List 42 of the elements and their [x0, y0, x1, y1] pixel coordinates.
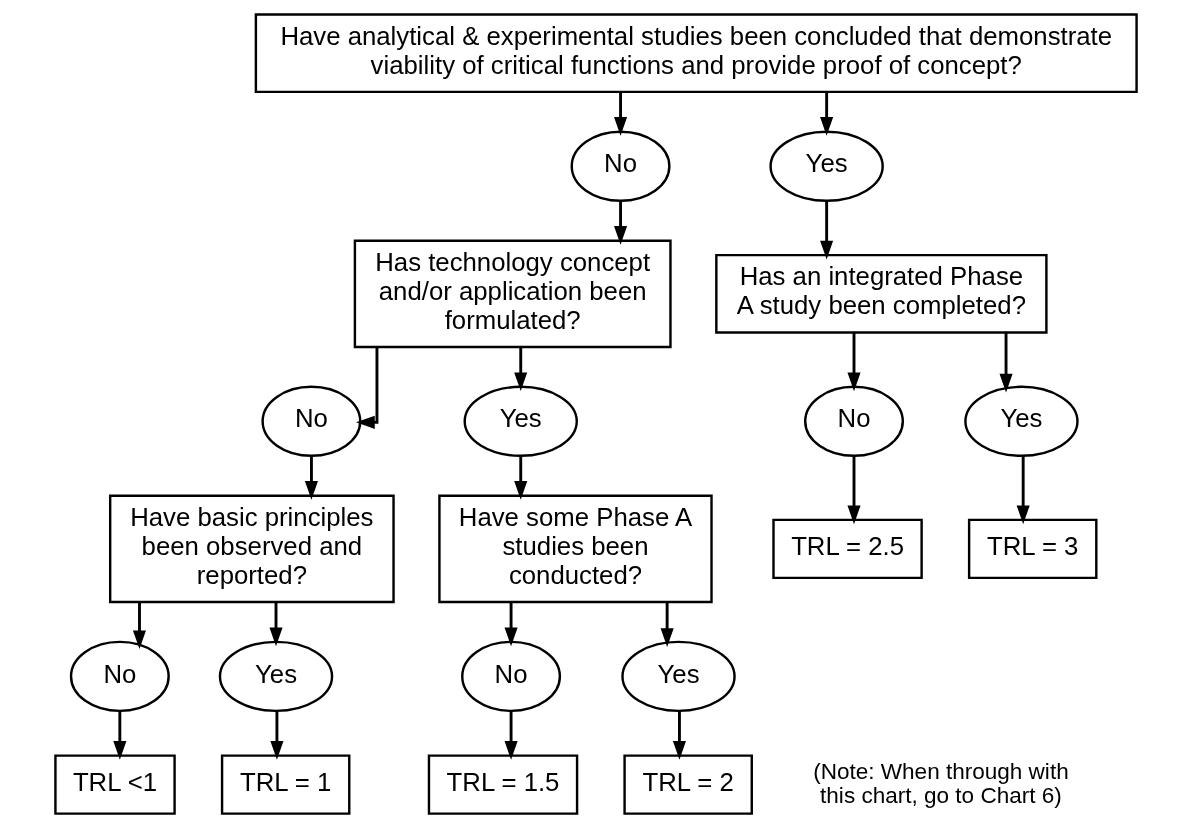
arrow — [672, 710, 686, 760]
node-box: Have some Phase A studies been conducted? — [437, 494, 713, 604]
node-box: TRL <1 — [53, 754, 176, 815]
node-ellipse: Yes — [963, 385, 1079, 458]
arrow — [268, 602, 283, 647]
node-ellipse: No — [803, 385, 904, 458]
arrow — [660, 602, 674, 647]
node-box: Have analytical & experimental studies been concluded that demonstrate viability of critical functions and provide proof of concept? — [254, 13, 1138, 94]
arrow — [846, 332, 861, 392]
node-box: TRL = 2 — [622, 754, 753, 815]
node-ellipse: No — [460, 640, 561, 713]
arrow — [269, 710, 283, 760]
arrow — [819, 92, 833, 136]
node-box: TRL = 2.5 — [771, 518, 923, 580]
arrow — [513, 347, 527, 392]
arrow — [304, 455, 318, 500]
node-ellipse: Yes — [463, 385, 578, 458]
arrow — [846, 455, 861, 525]
arrow — [1016, 455, 1030, 525]
node-ellipse: Yes — [768, 130, 884, 202]
node-box: Have basic principles been observed and reported? — [108, 494, 395, 604]
node-box: Has an integrated Phase A study been completed? — [714, 253, 1048, 334]
node-ellipse: Yes — [620, 640, 736, 713]
node-box: TRL = 1 — [220, 754, 350, 815]
arrow — [355, 347, 378, 429]
arrow — [504, 602, 518, 647]
arrow — [819, 200, 833, 260]
node-box: Has technology concept and/or application been formulated? — [353, 239, 672, 349]
arrow — [513, 455, 527, 500]
arrow — [613, 200, 627, 245]
node-ellipse: No — [260, 385, 361, 458]
node-ellipse: No — [69, 640, 170, 713]
arrow — [132, 602, 146, 650]
node-box: TRL = 1.5 — [427, 754, 578, 815]
arrow — [504, 710, 518, 760]
label: (Note: When through with this chart, go to Chart 6) — [812, 758, 1069, 808]
node-ellipse: No — [570, 130, 671, 202]
arrow — [112, 710, 126, 760]
arrow — [613, 92, 627, 136]
node-ellipse: Yes — [218, 640, 333, 713]
arrow — [999, 332, 1013, 393]
node-box: TRL = 3 — [967, 518, 1097, 580]
